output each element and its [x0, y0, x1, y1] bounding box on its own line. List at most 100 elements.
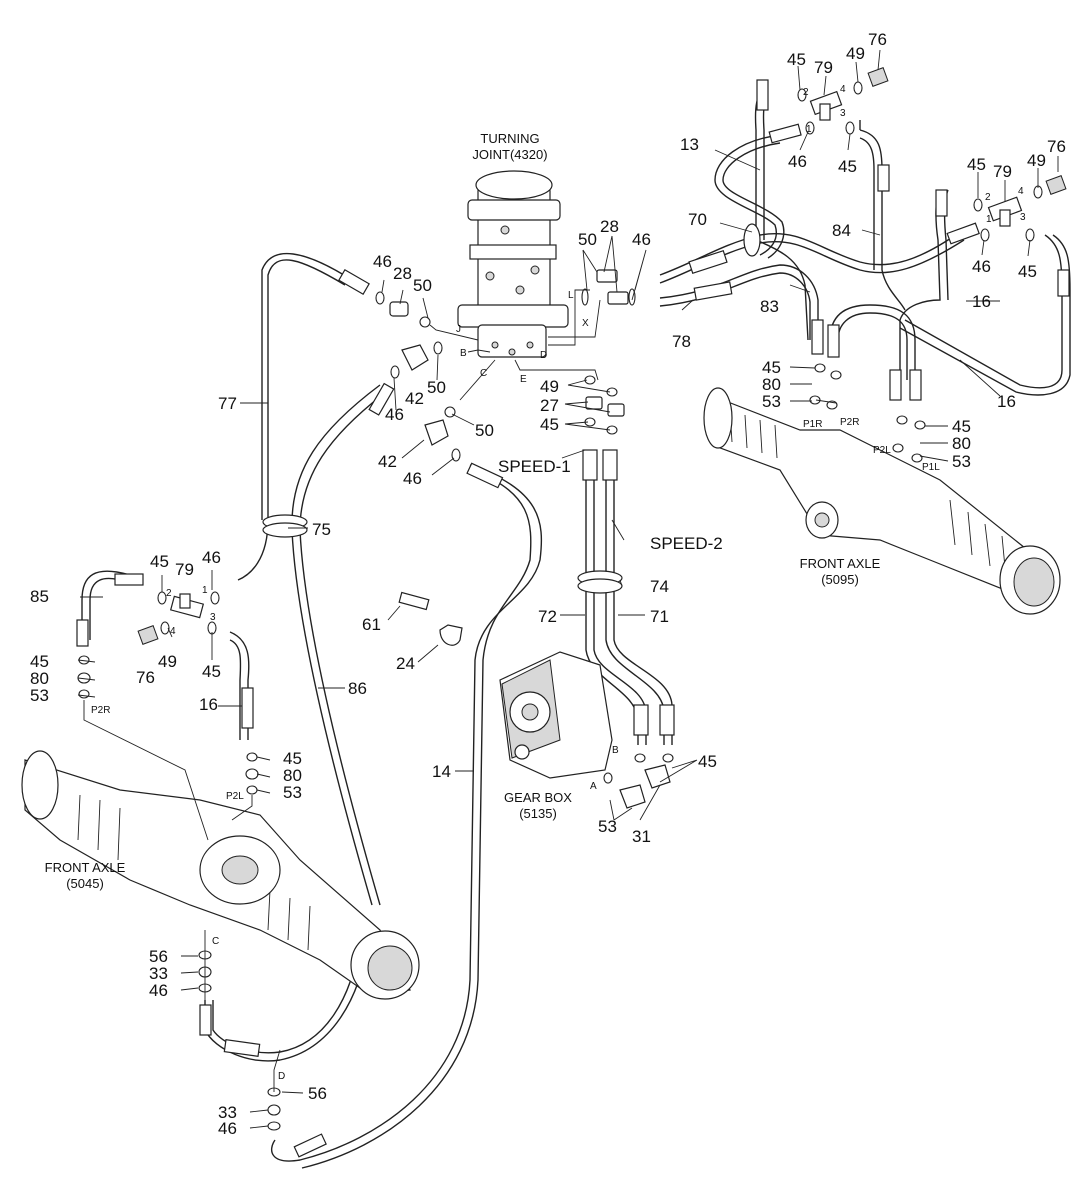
fitting-76 — [867, 67, 889, 87]
callout-16b: 16 — [997, 392, 1016, 411]
hose-78-inner — [659, 272, 811, 340]
hose-85-inner — [89, 577, 131, 640]
o-rings — [77, 81, 1043, 1131]
callout-33b: 33 — [218, 1103, 237, 1122]
front-axle-right — [703, 387, 1061, 615]
crimp — [693, 281, 733, 301]
tee-port-4b: 4 — [1018, 186, 1024, 197]
crimp — [199, 1004, 212, 1036]
o-ring — [911, 453, 923, 463]
callout-53a: 53 — [762, 392, 781, 411]
callout-80a: 80 — [762, 375, 781, 394]
o-ring — [853, 81, 863, 95]
tee-port-3b: 3 — [1020, 212, 1026, 223]
port-line — [429, 289, 601, 401]
o-ring — [246, 785, 258, 795]
crimp — [466, 462, 504, 489]
gear-box-port — [514, 744, 530, 760]
tee-port-3: 3 — [840, 108, 846, 119]
o-ring — [809, 395, 821, 405]
callout-49c: 49 — [540, 377, 559, 396]
crimp — [935, 189, 948, 217]
front-axle-left-title-2: (5045) — [66, 876, 104, 891]
callout-80b: 80 — [952, 434, 971, 453]
leader-lines — [77, 49, 1059, 1129]
port-hole — [515, 285, 525, 295]
hose-right-loop-inner — [837, 312, 908, 380]
callout-53b: 53 — [952, 452, 971, 471]
callout-83: 83 — [760, 297, 779, 316]
hose-84 — [859, 129, 906, 311]
callout-56b: 56 — [308, 1084, 327, 1103]
o-ring — [451, 448, 461, 462]
o-ring — [892, 443, 904, 453]
callout-49b: 49 — [1027, 151, 1046, 170]
crimp — [659, 704, 675, 736]
fitting-27 — [607, 403, 625, 417]
axle-hub-left — [21, 750, 59, 820]
callout-46g: 46 — [202, 548, 221, 567]
callout-45h: 45 — [150, 552, 169, 571]
port-hole — [491, 341, 499, 349]
tee-79-top-stem — [819, 103, 831, 121]
hose-16-left-inner — [229, 639, 242, 740]
front-axle-right-title-1: FRONT AXLE — [800, 556, 881, 571]
clamp-74-b — [577, 578, 623, 594]
leader — [77, 570, 271, 794]
o-ring — [375, 291, 385, 305]
callout-16a: 16 — [972, 292, 991, 311]
callout-45k: 45 — [283, 749, 302, 768]
o-ring — [246, 752, 258, 762]
callout-45c: 45 — [967, 155, 986, 174]
callout-31: 31 — [632, 827, 651, 846]
callout-46i: 46 — [218, 1119, 237, 1138]
turning-joint-flange — [467, 199, 561, 221]
callout-76c: 76 — [136, 668, 155, 687]
callout-45f: 45 — [952, 417, 971, 436]
crimp — [877, 164, 890, 192]
o-ring — [797, 88, 807, 102]
leader — [288, 519, 645, 663]
crimp — [602, 449, 618, 481]
hose-16-right-a — [904, 234, 1063, 389]
leader — [681, 149, 881, 311]
fitting-76 — [137, 625, 159, 645]
crimp — [688, 249, 728, 275]
front-axle-right-title-2: (5095) — [821, 572, 859, 587]
fitting-28 — [596, 269, 618, 283]
turning-joint-spool — [477, 324, 547, 358]
o-ring — [157, 591, 167, 605]
axle-hub-right-cap — [1013, 557, 1055, 607]
port-A-gearbox: A — [590, 781, 597, 792]
o-ring — [444, 406, 456, 418]
hose-86-inner — [299, 391, 387, 906]
o-ring — [980, 228, 990, 242]
hose-right-loop — [829, 120, 916, 380]
callout-61: 61 — [362, 615, 381, 634]
turning-joint-top — [475, 170, 553, 200]
callout-45g: 45 — [540, 415, 559, 434]
callout-42a: 42 — [405, 389, 424, 408]
callout-46f: 46 — [403, 469, 422, 488]
hose-16-right-b — [899, 234, 1071, 396]
callout-75: 75 — [312, 520, 331, 539]
callout-45i: 45 — [202, 662, 221, 681]
callout-79c: 79 — [175, 560, 194, 579]
port-J: J — [456, 324, 461, 335]
callout-79b: 79 — [993, 162, 1012, 181]
callout-45a: 45 — [787, 50, 806, 69]
assembly-titles: TURNING JOINT(4320) GEAR BOX (5135) FRON… — [45, 131, 881, 891]
callout-84: 84 — [832, 221, 851, 240]
fitting-28 — [389, 301, 409, 317]
tee-79-left-stem — [179, 593, 191, 609]
port-D: D — [540, 350, 547, 361]
leader — [240, 354, 475, 476]
callout-80d: 80 — [283, 766, 302, 785]
o-ring — [634, 753, 646, 763]
callout-46b: 46 — [972, 257, 991, 276]
hose-71-inner — [613, 460, 673, 745]
callout-speed-1: SPEED-1 — [498, 457, 571, 476]
leader — [318, 687, 698, 821]
callout-77: 77 — [218, 394, 237, 413]
